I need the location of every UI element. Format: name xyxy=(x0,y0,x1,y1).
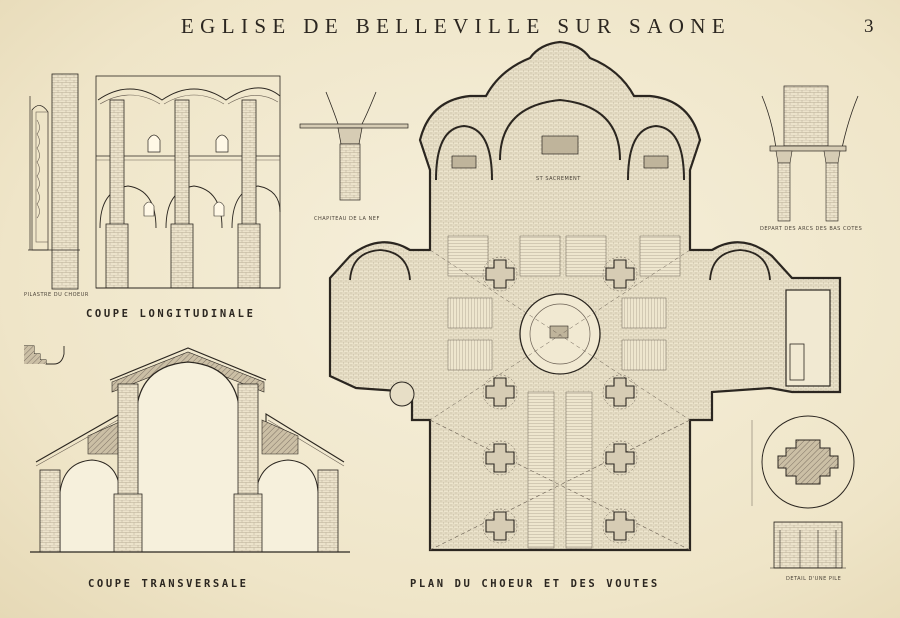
label-sacrament: ST SACREMENT xyxy=(536,176,581,182)
transverse-section xyxy=(30,347,350,553)
plate-title: EGLISE DE BELLEVILLE SUR SAONE xyxy=(180,14,732,38)
label-arch-springing: DEPART DES ARCS DES BAS COTES xyxy=(760,226,863,232)
caption-longitudinal-section: COUPE LONGITUDINALE xyxy=(86,308,256,320)
label-pier-detail: DETAIL D'UNE PILE xyxy=(786,576,842,582)
choir-plan xyxy=(328,40,842,552)
molding-profile xyxy=(24,345,65,365)
caption-transverse-section: COUPE TRANSVERSALE xyxy=(88,578,249,590)
caption-plan: PLAN DU CHOEUR ET DES VOUTES xyxy=(410,578,660,590)
pier-detail xyxy=(751,415,855,569)
nave-capital-detail xyxy=(299,91,409,201)
arch-springing-detail xyxy=(761,85,859,222)
label-pilaster: PILASTRE DU CHOEUR xyxy=(24,292,89,298)
longitudinal-section xyxy=(95,75,281,289)
label-capital: CHAPITEAU DE LA NEF xyxy=(314,216,380,222)
plate-number: 3 xyxy=(864,16,874,37)
pilaster-elevation xyxy=(28,73,80,290)
